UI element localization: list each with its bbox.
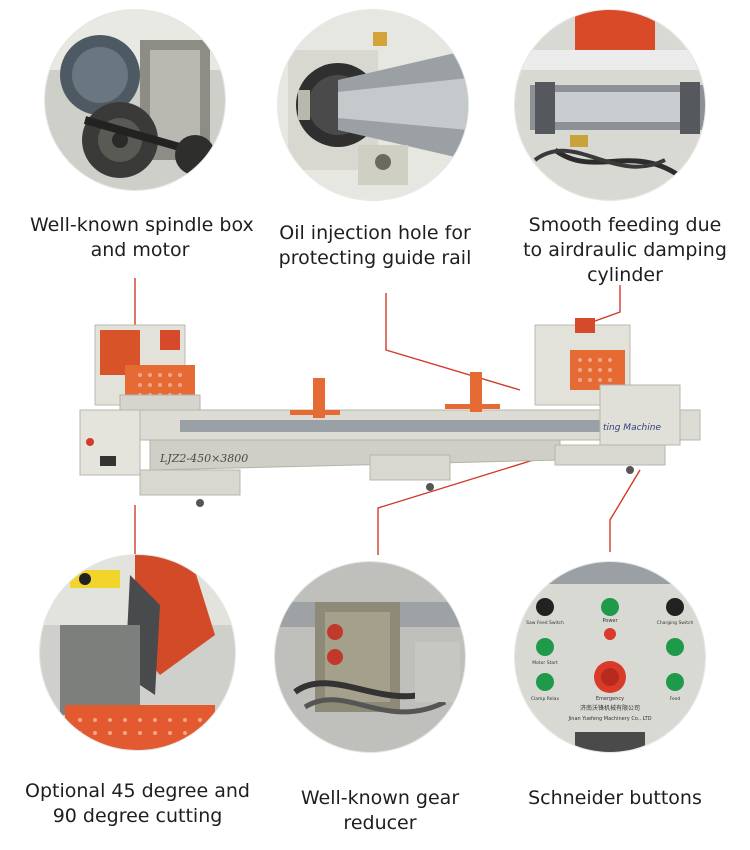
panel-emergency-label: Emergency — [596, 696, 624, 702]
gear-caption-line1: Well-known gear — [300, 787, 460, 809]
spindle-caption-line1: Well-known spindle box — [30, 214, 254, 236]
oil-injection-photo — [278, 10, 468, 200]
cutting-caption-line2: 90 degree cutting — [52, 805, 223, 827]
airdraulic-cylinder-photo — [515, 10, 705, 200]
panel-company-label: 济南沃锋机械有限公司 — [580, 704, 640, 712]
control-panel-photo: 济南沃锋机械有限公司 Jinan Yuefeng Machinery Co., … — [515, 562, 705, 752]
feeding-caption: Smooth feeding due to airdraulic damping… — [515, 213, 735, 288]
model-label: LJZ2-450×3800 — [159, 452, 248, 465]
cutting-caption-line1: Optional 45 degree and — [25, 780, 250, 802]
cutting-angle-photo — [40, 555, 235, 750]
oil-caption: Oil injection hole for protecting guide … — [270, 221, 480, 271]
panel-charging-label: Charging Switch — [657, 620, 694, 626]
gear-caption: Well-known gear reducer — [285, 786, 475, 836]
oil-caption-line2: protecting guide rail — [278, 247, 472, 269]
panel-power-label: Power — [602, 618, 618, 624]
panel-saw-feed-label: Saw Feed Switch — [526, 620, 564, 626]
machine-side-text: ting Machine — [603, 423, 661, 433]
feeding-caption-line1: Smooth feeding due — [528, 214, 722, 236]
cutting-caption: Optional 45 degree and 90 degree cutting — [20, 779, 255, 829]
oil-caption-line1: Oil injection hole for — [279, 222, 471, 244]
gear-reducer-photo — [275, 562, 465, 752]
panel-clamp-label: Clamp Relax — [531, 696, 560, 702]
buttons-caption: Schneider buttons — [515, 786, 715, 811]
feeding-caption-line2: to airdraulic damping — [523, 239, 727, 261]
panel-motor-start-label: Motor Start — [532, 660, 558, 666]
panel-company-en-label: Jinan Yuefeng Machinery Co., LTD — [567, 716, 651, 722]
spindle-caption-line2: and motor — [90, 239, 190, 261]
panel-feed-label: Feed — [670, 696, 681, 702]
gear-caption-line2: reducer — [343, 812, 417, 834]
buttons-caption-line1: Schneider buttons — [528, 787, 702, 809]
feeding-caption-line3: cylinder — [587, 264, 663, 286]
spindle-caption: Well-known spindle box and motor — [30, 213, 254, 263]
